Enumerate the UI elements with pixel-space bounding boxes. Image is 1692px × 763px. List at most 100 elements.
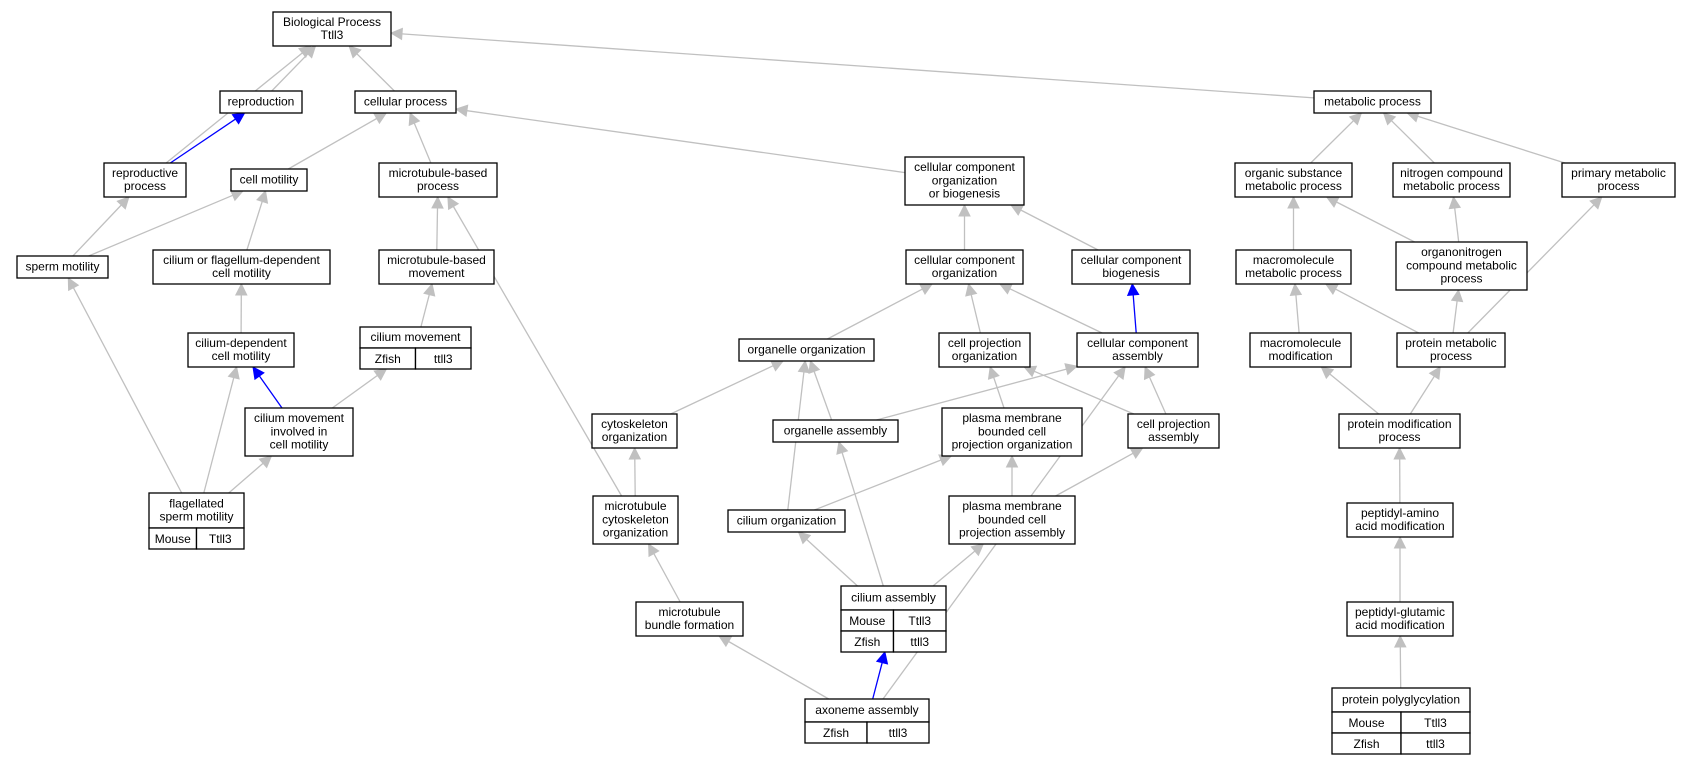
node-label: plasma membrane	[962, 411, 1062, 425]
arrowhead-peptamino-to-protmod	[1393, 446, 1407, 460]
node-cilorg[interactable]: cilium organization	[727, 509, 846, 533]
edge-cellmot-to-cellproc	[287, 117, 378, 170]
species-name: Zfish	[823, 726, 849, 740]
node-label: cilium or flagellum-dependent	[163, 253, 320, 267]
node-label: cellular process	[364, 94, 447, 108]
node-cellproc[interactable]: cellular process	[354, 90, 457, 114]
edge-orgsub-to-metab	[1310, 120, 1354, 164]
gene-symbol: Ttll3	[1424, 716, 1447, 730]
arrowhead-ccassembly-to-ccorg	[998, 283, 1013, 295]
node-label: organelle organization	[747, 342, 865, 356]
arrowhead-spermmot-to-reproproc	[116, 196, 130, 210]
node-box	[738, 338, 875, 362]
node-box	[1076, 332, 1199, 368]
edge-mtbmove-to-mtbproc	[436, 207, 439, 251]
arrowhead-pmbcpa-to-pmbcpo	[1005, 454, 1019, 468]
node-label: organization	[952, 349, 1017, 363]
gene-symbol: Ttll3	[209, 532, 232, 546]
species-name: Mouse	[1348, 716, 1384, 730]
node-label: process	[124, 179, 166, 193]
node-box	[591, 413, 678, 449]
node-label: organization	[602, 430, 667, 444]
node-box	[1392, 162, 1511, 198]
node-label: modification	[1268, 349, 1332, 363]
node-box	[378, 162, 498, 198]
node-spermmot[interactable]: sperm motility	[16, 255, 109, 279]
node-label: peptidyl-glutamic	[1355, 605, 1445, 619]
node-label: organic substance	[1245, 166, 1343, 180]
edge-orgassembly-to-ccassembly	[876, 368, 1067, 421]
edge-ccassembly-to-ccbio	[1132, 294, 1137, 334]
node-orgassembly[interactable]: organelle assembly	[772, 419, 899, 443]
node-label: or biogenesis	[929, 187, 1000, 201]
arrowhead-axoneme-to-mtbundle	[718, 635, 733, 648]
edge-protmod-to-macromod	[1329, 373, 1380, 415]
node-label: cellular component	[914, 160, 1015, 174]
arrowhead-protmetab-to-primary	[1589, 196, 1603, 210]
arrowhead-polyglyc-to-peptglut	[1393, 634, 1407, 648]
arrowhead-cilmoveinv-to-cildep	[252, 366, 265, 381]
gene-cell	[892, 630, 947, 653]
node-label: cilium movement	[254, 411, 345, 425]
edge-nitro-to-metab	[1391, 120, 1435, 164]
node-label: cellular component	[1087, 336, 1188, 350]
node-label: projection organization	[952, 438, 1073, 452]
node-box	[592, 495, 679, 545]
arrowhead-cilassembly-to-cilorg	[797, 531, 812, 545]
edge-macromod-to-macro	[1295, 294, 1300, 334]
node-label: assembly	[1112, 349, 1163, 363]
arrowhead-macromod-to-macro	[1289, 282, 1303, 296]
edge-organonitro-to-nitro	[1454, 207, 1460, 243]
edge-spermmot-to-cellmot	[88, 194, 234, 257]
node-box	[635, 601, 744, 637]
edge-cellprojassembly-to-cellprojorg	[1034, 370, 1135, 415]
arrowhead-cilassembly-to-orgassembly	[836, 440, 849, 455]
node-orgorg[interactable]: organelle organization	[738, 338, 875, 362]
node-cellmot[interactable]: cell motility	[230, 168, 308, 192]
node-repro[interactable]: reproduction	[219, 90, 303, 114]
node-metab[interactable]: metabolic process	[1313, 90, 1432, 114]
node-box	[1346, 601, 1454, 637]
arrowhead-mtbundle-to-mtcyto	[648, 543, 660, 558]
node-label: organization	[932, 173, 997, 187]
arrowhead-cildep-to-ciliumflag	[234, 282, 248, 296]
gene-symbol: ttll3	[910, 635, 929, 649]
node-label: peptidyl-amino	[1361, 506, 1439, 520]
node-label: microtubule-based	[387, 253, 486, 267]
node-label: acid modification	[1355, 618, 1444, 632]
edge-organonitro-to-orgsub	[1336, 201, 1415, 243]
